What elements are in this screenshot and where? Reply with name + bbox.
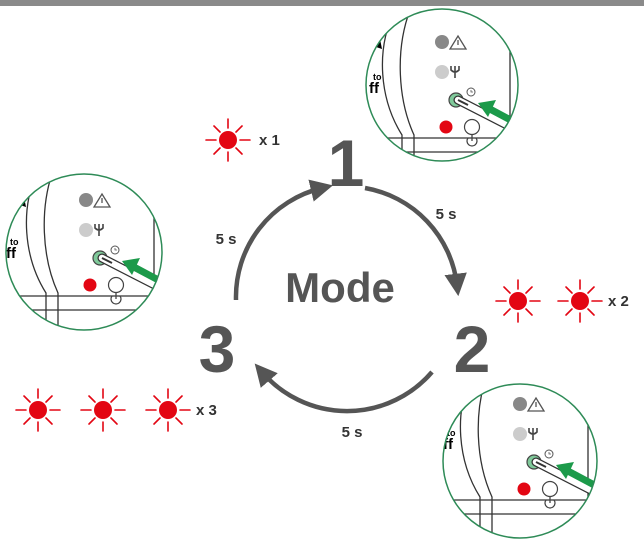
blink-label-mode-3: x 3 bbox=[196, 402, 217, 419]
transition-label-2-3: 5 s bbox=[342, 424, 363, 441]
mode-number-3: 3 bbox=[199, 312, 236, 386]
device-text-to: to bbox=[10, 237, 19, 247]
device-text-to: to bbox=[447, 428, 456, 438]
top-bar bbox=[0, 0, 644, 6]
blink-label-mode-1: x 1 bbox=[259, 132, 280, 149]
detail-circle-border bbox=[5, 173, 163, 331]
device-text-ff: ff bbox=[369, 80, 380, 97]
blink-label-mode-2: x 2 bbox=[608, 293, 629, 310]
blinking-led-icon bbox=[80, 388, 126, 432]
device-text-ff: ff bbox=[443, 436, 454, 453]
blinking-led-icon bbox=[15, 388, 61, 432]
transition-label-1-2: 5 s bbox=[436, 206, 457, 223]
device-detail-mode-2: to ff bbox=[442, 383, 598, 539]
blinking-led-icon bbox=[495, 279, 541, 323]
detail-circle-border bbox=[442, 383, 598, 539]
blinking-led-icon bbox=[145, 388, 191, 432]
blinking-led-icon bbox=[557, 279, 603, 323]
device-text-to: to bbox=[373, 72, 382, 82]
device-detail-mode-1: to ff bbox=[365, 8, 519, 162]
transition-label-3-1: 5 s bbox=[216, 231, 237, 248]
device-detail-mode-3: to ff bbox=[5, 173, 163, 331]
mode-number-2: 2 bbox=[454, 312, 491, 386]
center-label: Mode bbox=[285, 264, 395, 311]
arrow-2-to-3 bbox=[254, 363, 434, 414]
mode-number-1: 1 bbox=[328, 126, 365, 200]
blink-indicator-mode-2: x 2 bbox=[495, 279, 629, 323]
blink-indicator-mode-1: x 1 bbox=[205, 118, 280, 162]
device-text-ff: ff bbox=[6, 245, 17, 262]
detail-circle-border bbox=[365, 8, 519, 162]
arrow-1-to-2 bbox=[364, 185, 467, 297]
blink-indicator-mode-3: x 3 bbox=[15, 388, 217, 432]
blinking-led-icon bbox=[205, 118, 251, 162]
arrow-3-to-1 bbox=[233, 179, 333, 301]
